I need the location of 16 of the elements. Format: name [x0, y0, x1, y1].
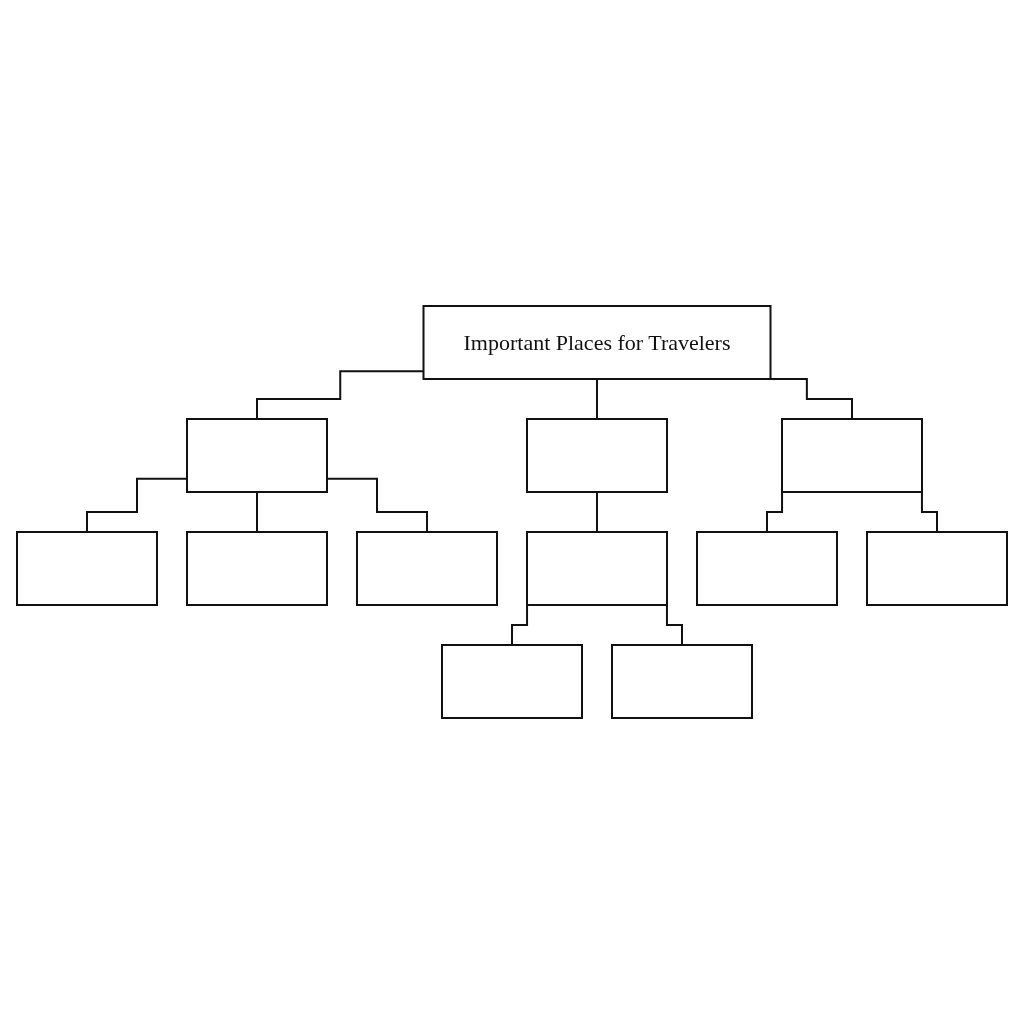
node-box: Important Places for Travelers: [422, 305, 772, 380]
node-box: [441, 644, 583, 719]
node-box: [16, 531, 158, 606]
node-box: [866, 531, 1008, 606]
node-box: [186, 531, 328, 606]
connector: [596, 378, 598, 420]
node-box: [186, 418, 328, 493]
node-box: [356, 531, 498, 606]
node-box: [526, 531, 668, 606]
node-box: [781, 418, 923, 493]
connector: [256, 491, 258, 533]
node-box: [526, 418, 668, 493]
connector: [86, 477, 188, 533]
node-box: [611, 644, 753, 719]
connector: [596, 491, 598, 533]
node-box: [696, 531, 838, 606]
